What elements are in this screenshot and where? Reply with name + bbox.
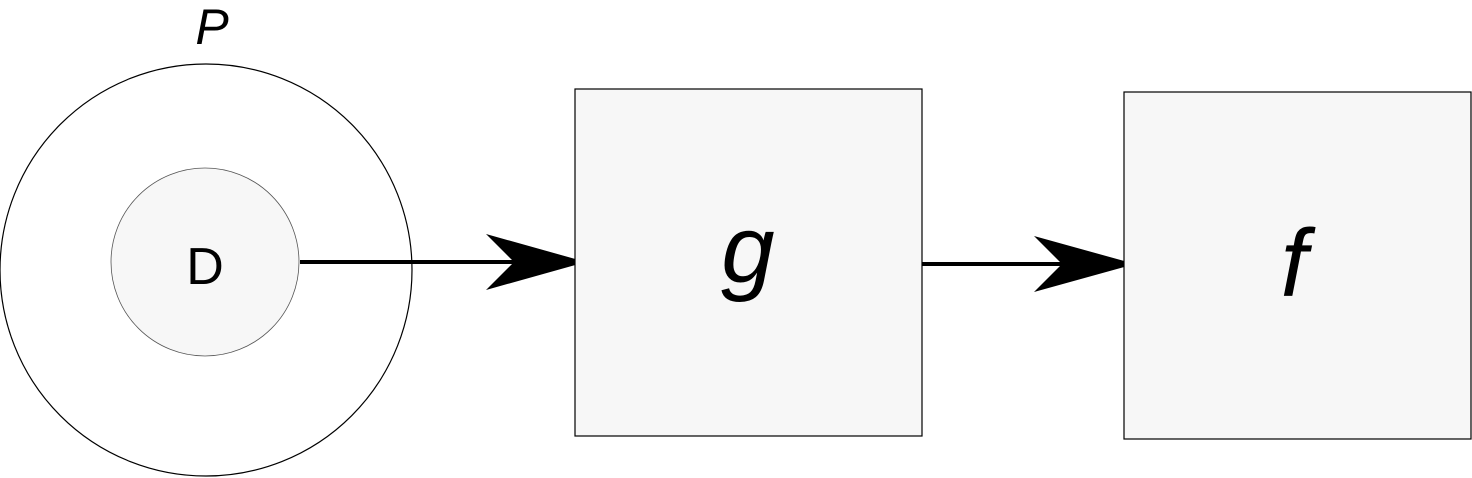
box-g-label: g	[721, 196, 774, 303]
arrow-g-to-f-head	[1034, 236, 1135, 292]
inner-circle-label: D	[186, 238, 224, 296]
outer-circle-label: P	[195, 0, 229, 55]
arrow-d-to-g-head	[486, 234, 586, 290]
inner-circle-d	[110, 167, 300, 357]
box-f	[1123, 91, 1472, 440]
